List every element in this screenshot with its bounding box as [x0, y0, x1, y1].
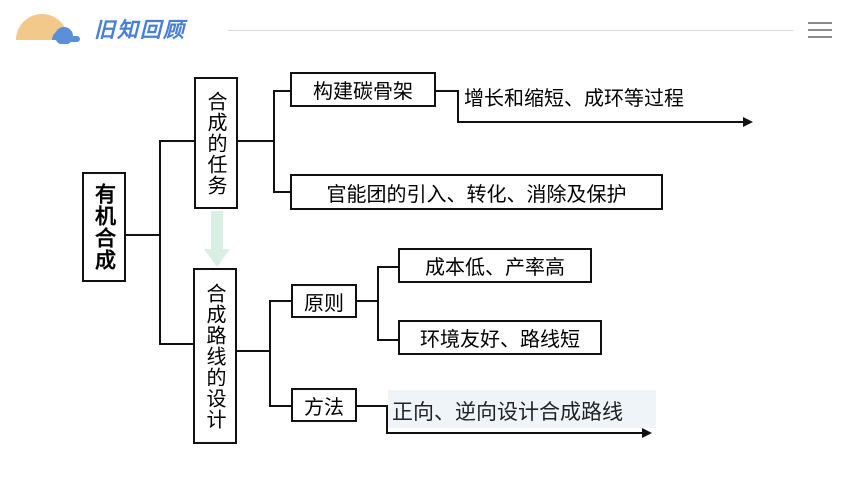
method-node: 方法 — [291, 388, 357, 422]
principle-item-cost: 成本低、产率高 — [398, 248, 592, 283]
connector — [159, 140, 161, 345]
connector — [377, 266, 399, 268]
page-title: 旧知回顾 — [94, 18, 186, 42]
connector — [269, 405, 292, 407]
connector — [238, 140, 274, 142]
connector — [357, 405, 387, 407]
connector — [386, 405, 388, 434]
task-node: 合成的任务 — [194, 77, 238, 209]
detail-arrow — [457, 117, 753, 127]
task-item-carbon-skeleton: 构建碳骨架 — [290, 72, 436, 107]
connector — [269, 300, 292, 302]
sun-logo-icon — [16, 14, 80, 44]
task-item-carbon-skeleton-detail: 增长和缩短、成环等过程 — [464, 86, 684, 110]
connector — [357, 300, 378, 302]
task-item-functional-groups: 官能团的引入、转化、消除及保护 — [290, 174, 663, 210]
connector — [126, 234, 160, 236]
connector — [237, 350, 270, 352]
header-divider — [228, 30, 793, 31]
method-detail-highlight — [388, 390, 656, 428]
connector — [436, 90, 458, 92]
connector — [159, 343, 194, 345]
root-node: 有机合成 — [82, 172, 126, 282]
hamburger-menu-icon[interactable] — [808, 22, 832, 40]
connector — [273, 90, 291, 92]
connector — [377, 339, 399, 341]
route-node: 合成路线的设计 — [193, 268, 237, 444]
method-detail: 正向、逆向设计合成路线 — [392, 400, 623, 424]
principle-item-environment: 环境友好、路线短 — [398, 320, 602, 355]
connector — [377, 266, 379, 341]
connector — [273, 90, 275, 192]
connector — [159, 140, 195, 142]
connector — [273, 191, 291, 193]
detail-arrow — [386, 428, 652, 438]
principle-node: 原则 — [291, 284, 357, 318]
connector — [269, 300, 271, 406]
flow-arrow — [204, 211, 230, 267]
connector — [457, 90, 459, 123]
